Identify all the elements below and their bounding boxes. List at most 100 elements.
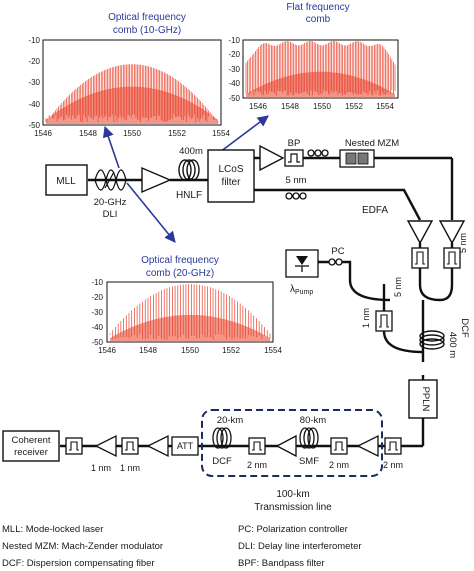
pc-loops-pump [328, 258, 343, 266]
xtick-label: 1550 [313, 102, 331, 111]
amplifier-1 [141, 166, 172, 194]
chart-flat-comb-spectrum [245, 41, 396, 97]
dcf-main-length: 400 m [447, 332, 458, 358]
amplifier-2 [259, 144, 285, 172]
xtick-label: 1554 [264, 346, 282, 355]
bpf-1nm-mid [375, 310, 393, 332]
arrow-to-comb20 [126, 182, 176, 243]
att-label: ATT [177, 441, 194, 451]
chart-comb-10ghz-title-line2: comb (10-GHz) [113, 25, 181, 36]
ytick-label: -30 [91, 308, 103, 317]
ytick-label: -30 [228, 65, 240, 74]
ytick-label: -10 [228, 36, 240, 45]
bpf-2nm-a-label: 2 nm [247, 460, 267, 470]
dcf-tx-length: 20-km [217, 415, 243, 426]
mll-label: MLL [56, 176, 76, 187]
chart-comb-20ghz-frame [106, 281, 274, 343]
coherent-receiver-box [2, 430, 60, 462]
chart-flat-comb-title-line2: comb [306, 14, 331, 25]
ppln-box [408, 379, 438, 419]
chart-comb-10ghz-yticks: -10 -20 -30 -40 -50 [28, 36, 40, 130]
xtick-label: 1552 [168, 129, 186, 138]
smf-length: 80-km [300, 415, 326, 426]
amplifier-tx-2 [146, 434, 169, 458]
coherent-receiver-line1: Coherent [11, 435, 50, 446]
lcos-label-line1: LCoS [218, 164, 243, 175]
bpf-1nm-b [121, 437, 139, 455]
bpf-2nm-a [248, 437, 266, 455]
bpf-2nm-c-label: 2 nm [383, 460, 403, 470]
bpf-2nm-c [384, 437, 402, 455]
transmission-line-label-2: Transmission line [254, 502, 332, 513]
lcos-filter-box [207, 149, 255, 203]
bpf-5nm-right-label: 5 nm [458, 233, 468, 253]
chart-comb-10ghz-title-line1: Optical frequency [108, 12, 186, 23]
bpf-5nm-right [443, 247, 461, 269]
ytick-label: -40 [28, 100, 40, 109]
chart-comb-20ghz: Optical frequency comb (20-GHz) -10 -20 … [91, 255, 282, 355]
dcf-400m-coil [419, 330, 445, 350]
ytick-label: -40 [91, 323, 103, 332]
chart-comb-20ghz-spectrum [109, 284, 271, 341]
bp-filter [284, 149, 304, 167]
ytick-label: -50 [228, 94, 240, 103]
dcf-20km-coil [212, 427, 232, 449]
dli-label-line2: DLI [103, 209, 118, 220]
xtick-label: 1550 [181, 346, 199, 355]
arrow-to-comb10 [102, 125, 120, 169]
pc-loops-mid [285, 192, 307, 200]
dcf-main-label: DCF [459, 318, 470, 338]
mll-box [45, 164, 88, 196]
comb-base-fill [246, 71, 395, 97]
bpf-5nm-left [411, 247, 429, 269]
smf-label: SMF [299, 456, 319, 467]
legend-dcf: DCF: Dispersion compensating fiber [2, 558, 155, 569]
legend-mzm: Nested MZM: Mach-Zender modulator [2, 541, 163, 552]
ppln-label: PPLN [420, 387, 431, 412]
coherent-receiver-line2: receiver [14, 447, 48, 458]
chart-flat-comb-yticks: -10 -20 -30 -40 -50 [228, 36, 240, 103]
chart-comb-20ghz-xticks: 1546 1548 1550 1552 1554 [98, 346, 282, 355]
chart-flat-comb-frame [242, 39, 399, 99]
chart-flat-comb: Flat frequency comb -10 -20 -30 -40 -50 … [228, 2, 399, 111]
dli-label-line1: 20-GHz [94, 197, 127, 208]
transmission-line-box [201, 409, 383, 477]
hnlf-coil [178, 159, 200, 181]
bpf-2nm-b [330, 437, 348, 455]
bpf-1nm-a [65, 437, 83, 455]
xtick-label: 1554 [212, 129, 230, 138]
hnlf-label: HNLF [176, 190, 202, 201]
xtick-label: 1552 [222, 346, 240, 355]
amplifier-tx-3 [275, 434, 297, 458]
xtick-label: 1548 [79, 129, 97, 138]
xtick-label: 1546 [98, 346, 116, 355]
bottom-chain: 2 nm 2 nm 80-km SMF 2 nm 20-km DCF ATT 1… [2, 415, 403, 473]
bpf-2nm-b-label: 2 nm [329, 460, 349, 470]
chart-comb-10ghz-frame [42, 39, 222, 126]
transmission-line-label-1: 100-km [276, 489, 309, 500]
chart-comb-20ghz-yticks: -10 -20 -30 -40 -50 [91, 278, 103, 347]
chart-comb-10ghz-spectrum [45, 64, 219, 124]
xtick-label: 1546 [34, 129, 52, 138]
pump-subscript: Pump [295, 289, 313, 296]
chart-comb-10ghz: Optical frequency comb (10-GHz) -10 -20 … [28, 12, 230, 138]
ytick-label: -40 [228, 79, 240, 88]
chart-comb-10ghz-xticks: 1546 1548 1550 1552 1554 [34, 129, 230, 138]
smf-coil [299, 427, 319, 449]
bpf-1nm-mid-label: 1 nm [361, 308, 371, 328]
comb-base-fill [46, 86, 218, 124]
legend-bpf: BPF: Bandpass filter [238, 558, 325, 569]
dli: 20-GHz DLI [94, 169, 127, 220]
ytick-label: -20 [28, 57, 40, 66]
chart-flat-comb-xticks: 1546 1548 1550 1552 1554 [249, 102, 394, 111]
chart-comb-20ghz-title-line2: comb (20-GHz) [146, 268, 214, 279]
xtick-label: 1546 [249, 102, 267, 111]
bpf-1nm-b-label: 1 nm [120, 463, 140, 473]
edfa-amp-left [406, 220, 434, 245]
pc-label: PC [331, 246, 344, 257]
comb-base-fill [110, 314, 270, 341]
pc-loops-top [307, 149, 329, 157]
edfa-amp-right [438, 220, 466, 245]
bp-label: BP [288, 138, 301, 149]
